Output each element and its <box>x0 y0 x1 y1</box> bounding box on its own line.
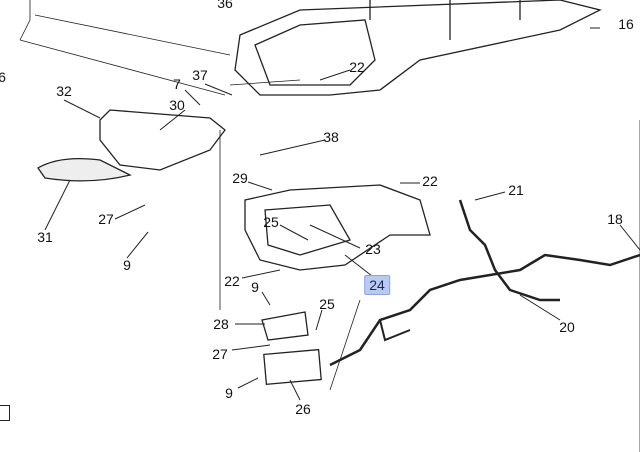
callout-label: 22 <box>224 273 240 289</box>
callout-label: 38 <box>323 129 339 145</box>
callout-label: 20 <box>559 319 575 335</box>
callout-label: 27 <box>212 346 228 362</box>
callout-label: 32 <box>56 83 72 99</box>
callout-label-highlighted[interactable]: 24 <box>364 275 390 295</box>
callout-label: 30 <box>169 97 185 113</box>
callout-label: 28 <box>213 316 229 332</box>
callout-label: 31 <box>37 229 53 245</box>
callout-label: 29 <box>232 170 248 186</box>
wiring-harness <box>329 253 640 367</box>
callout-label: 21 <box>508 182 524 198</box>
callout-label: 36 <box>217 0 233 11</box>
callout-label: 18 <box>607 211 623 227</box>
callout-label: 27 <box>98 211 114 227</box>
callout-label: 9 <box>123 257 131 273</box>
callout-label: 22 <box>349 59 365 75</box>
callout-label: 9 <box>225 385 233 401</box>
step-pad-shape <box>99 109 226 171</box>
callout-label: 22 <box>422 173 438 189</box>
callout-label: 25 <box>319 296 335 312</box>
callout-label: 26 <box>295 401 311 417</box>
callout-label: 16 <box>618 16 634 32</box>
bumper-shape <box>234 0 602 96</box>
callout-label: 6 <box>0 69 6 85</box>
callout-label: 25 <box>263 214 279 230</box>
callout-label: 9 <box>251 279 259 295</box>
edge-reference-box <box>0 405 10 421</box>
callout-label: 23 <box>365 241 381 257</box>
callout-label: 7 <box>173 76 181 92</box>
bracket-shape <box>244 184 431 271</box>
callout-label: 37 <box>192 67 208 83</box>
module-shape <box>263 348 322 386</box>
